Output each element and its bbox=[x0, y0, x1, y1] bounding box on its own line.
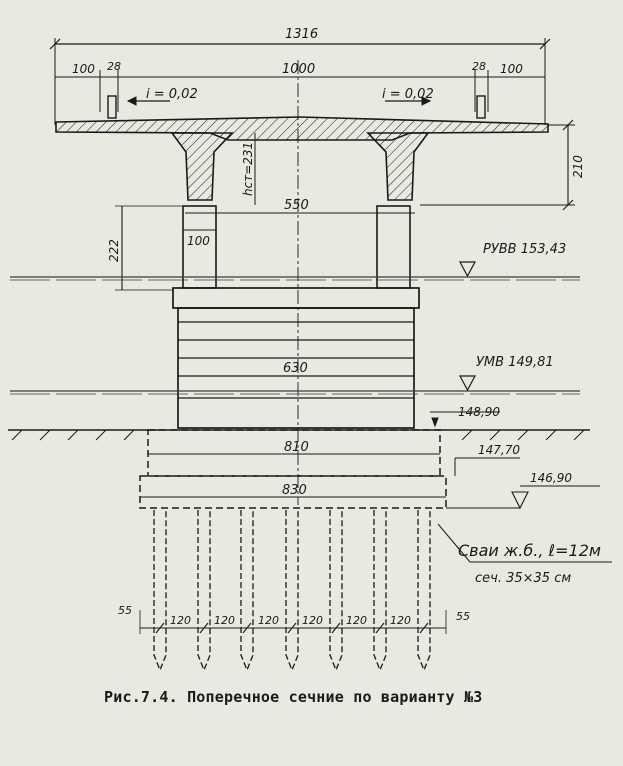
pile bbox=[197, 510, 211, 672]
pier bbox=[115, 60, 420, 505]
pile bbox=[240, 510, 254, 672]
dim-deck-width: 1000 bbox=[282, 62, 315, 77]
piles-note-line2: сеч. 35×35 см bbox=[475, 571, 571, 586]
dim-body-width: 630 bbox=[283, 361, 308, 376]
dim-column-width: 100 bbox=[187, 234, 210, 248]
pier-body bbox=[177, 307, 415, 429]
dim-pile-spacing-4: 120 bbox=[302, 614, 323, 627]
piles-note-line1: Сваи ж.б., ℓ=12м bbox=[458, 541, 601, 560]
elev-footing-mid: 147,70 bbox=[478, 443, 520, 457]
dim-pile-spacing-6: 120 bbox=[390, 614, 411, 627]
figure-caption: Рис.7.4. Поперечное сечние по варианту №… bbox=[104, 688, 483, 706]
curb-left bbox=[107, 95, 117, 119]
dim-deck-height: 210 bbox=[571, 155, 585, 178]
pile bbox=[417, 510, 431, 672]
dim-pile-spacing-2: 120 bbox=[214, 614, 235, 627]
curb-right bbox=[476, 95, 486, 119]
dim-pile-spacing-1: 120 bbox=[170, 614, 191, 627]
dim-edge-right: 100 bbox=[500, 62, 523, 76]
dim-footing-bottom: 830 bbox=[282, 483, 307, 498]
pile bbox=[373, 510, 387, 672]
dim-curb-right: 28 bbox=[472, 60, 486, 73]
dim-total-width: 1316 bbox=[285, 27, 318, 42]
dim-edge-left: 100 bbox=[72, 62, 95, 76]
piles bbox=[153, 510, 431, 672]
low-water-label: УМВ 149,81 bbox=[476, 355, 554, 370]
slope-label-left: i = 0,02 bbox=[146, 87, 198, 102]
dim-edge-offset-right: 55 bbox=[456, 610, 470, 623]
pile bbox=[285, 510, 299, 672]
column-right bbox=[376, 205, 411, 289]
high-water-marker bbox=[458, 261, 477, 278]
beam-right bbox=[366, 132, 430, 201]
foundation bbox=[8, 411, 612, 563]
high-water-label: РУВВ 153,43 bbox=[483, 242, 566, 257]
piles-note-leader bbox=[437, 523, 471, 563]
dim-curb-left: 28 bbox=[107, 60, 121, 73]
low-water-marker bbox=[458, 375, 477, 392]
dim-pile-spacing-5: 120 bbox=[346, 614, 367, 627]
dim-pile-spacing-3: 120 bbox=[258, 614, 279, 627]
pile bbox=[329, 510, 343, 672]
beam-height-label: hст=231 bbox=[241, 142, 255, 196]
superstructure bbox=[49, 38, 575, 211]
labels: 1316 100 28 1000 28 100 i = 0,02 i = 0,0… bbox=[72, 27, 601, 627]
dim-cap-width: 550 bbox=[284, 198, 309, 213]
elev-ground: 148,90 bbox=[458, 405, 500, 419]
dim-footing-top: 810 bbox=[284, 440, 309, 455]
slope-label-right: i = 0,02 bbox=[382, 87, 434, 102]
pier-cap bbox=[172, 287, 420, 309]
footing-lower bbox=[139, 475, 447, 509]
dim-edge-offset-left: 55 bbox=[118, 604, 132, 617]
pile-spacing-dims bbox=[139, 610, 447, 634]
beam-left bbox=[170, 132, 234, 201]
deck-slab bbox=[55, 116, 549, 141]
pile bbox=[153, 510, 167, 672]
dim-column-height: 222 bbox=[107, 239, 121, 262]
elev-footing-bottom: 146,90 bbox=[530, 471, 572, 485]
water-levels bbox=[10, 261, 580, 395]
